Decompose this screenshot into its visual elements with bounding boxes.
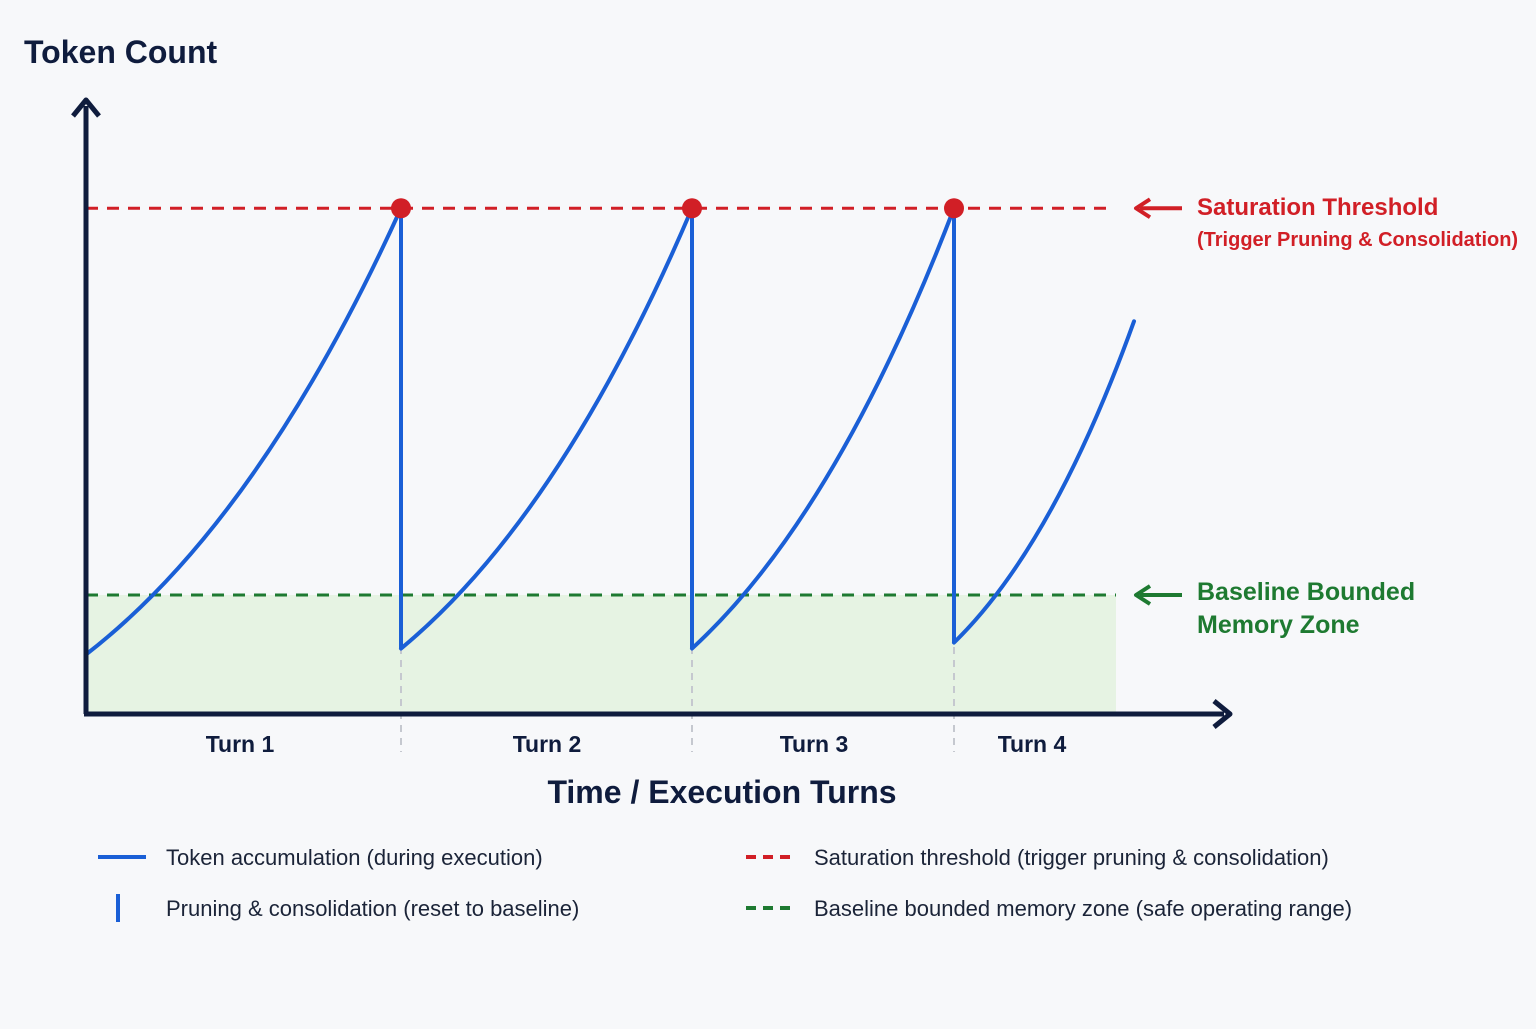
threshold-point-1 xyxy=(391,198,411,219)
baseline-annotation-line: Baseline Bounded xyxy=(1197,578,1415,606)
y-axis-arrow xyxy=(71,97,101,118)
y-axis-title: Token Count xyxy=(24,34,218,70)
x-tick-label: Turn 2 xyxy=(513,731,582,757)
threshold-annotation-title: Saturation Threshold xyxy=(1197,194,1438,221)
accumulation-curve-1 xyxy=(84,206,403,657)
baseline-arrowhead xyxy=(1134,584,1152,606)
accumulation-curve-2 xyxy=(399,206,694,651)
x-axis-title: Time / Execution Turns xyxy=(547,774,896,810)
baseline-zone-fill xyxy=(86,595,1116,714)
baseline-annotation-line: Memory Zone xyxy=(1197,611,1360,639)
threshold-point-3 xyxy=(944,198,964,219)
legend-label: Saturation threshold (trigger pruning & … xyxy=(814,845,1329,870)
legend-label: Token accumulation (during execution) xyxy=(166,845,543,870)
x-tick-label: Turn 1 xyxy=(206,731,275,757)
legend-label: Baseline bounded memory zone (safe opera… xyxy=(814,896,1352,921)
accumulation-curve-3 xyxy=(690,206,956,651)
threshold-annotation-note: (Trigger Pruning & Consolidation) xyxy=(1197,229,1518,251)
threshold-arrowhead xyxy=(1134,197,1152,219)
x-tick-label: Turn 3 xyxy=(780,731,849,757)
accumulation-curve-4 xyxy=(952,319,1136,645)
legend-label: Pruning & consolidation (reset to baseli… xyxy=(166,896,579,921)
threshold-point-2 xyxy=(682,198,702,219)
x-axis-arrow xyxy=(1212,699,1233,729)
x-tick-label: Turn 4 xyxy=(998,731,1067,757)
